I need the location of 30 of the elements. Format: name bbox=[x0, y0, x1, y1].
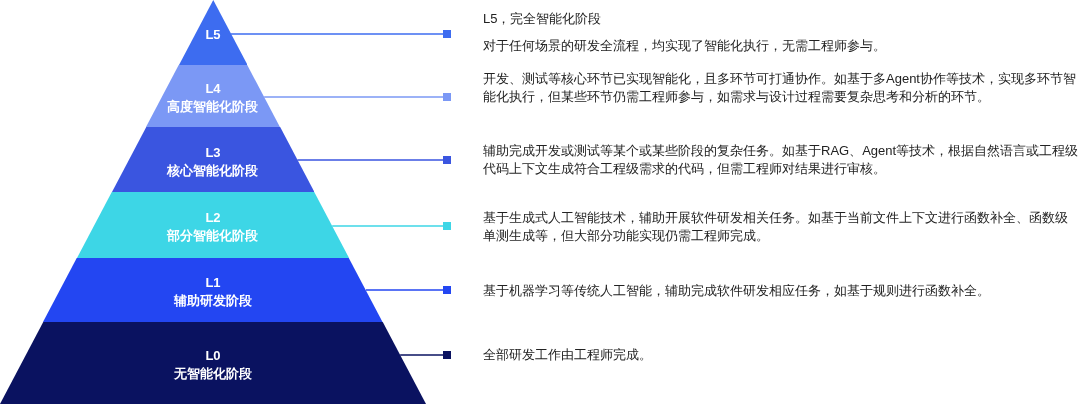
tier-label: L4 bbox=[205, 80, 221, 98]
tier-label: 部分智能化阶段 bbox=[167, 227, 259, 245]
tier-label: L2 bbox=[205, 209, 221, 227]
description-text: 开发、测试等核心环节已实现智能化，且多环节可打通协作。如基于多Agent协作等技术，实现多环节智能化执行，但某些环节仍需工程师参与，如需求与设计过程需要复杂思考和分析的环节。 bbox=[483, 70, 1077, 105]
description-text: 辅助完成开发或测试等某个或某些阶段的复杂任务。如基于RAG、Agent等技术，根据自然语言或工程级代码上下文生成符合工程级需求的代码，但需工程师对结果进行审核。 bbox=[483, 142, 1080, 177]
pyramid-tier bbox=[76, 192, 349, 258]
pyramid-tier bbox=[43, 258, 383, 322]
tier-label: L3 bbox=[205, 143, 221, 162]
tier-label: 高度智能化阶段 bbox=[167, 98, 259, 116]
description-text: 全部研发工作由工程师完成。 bbox=[483, 346, 653, 364]
tier-label: L1 bbox=[205, 274, 221, 292]
pyramid-tier bbox=[111, 127, 315, 192]
pyramid-tier bbox=[178, 0, 248, 65]
tier-label: 辅助研发阶段 bbox=[174, 292, 252, 310]
connector-line bbox=[331, 222, 451, 230]
description-text: 基于机器学习等传统人工智能，辅助完成软件研发相应任务，如基于规则进行函数补全。 bbox=[483, 282, 991, 300]
pyramid-tier bbox=[0, 322, 426, 404]
connector-line bbox=[399, 351, 451, 359]
connector-line bbox=[263, 93, 451, 101]
description-text: 对于任何场景的研发全流程，均实现了智能化执行，无需工程师参与。 bbox=[483, 36, 887, 54]
connector-line bbox=[365, 286, 451, 294]
tier-label: 核心智能化阶段 bbox=[167, 161, 259, 180]
connector-line bbox=[230, 30, 451, 38]
connector-line bbox=[296, 156, 451, 164]
tier-label: L0 bbox=[205, 347, 221, 365]
tier-label: 无智能化阶段 bbox=[174, 365, 252, 383]
tier-label: L5 bbox=[205, 25, 221, 44]
description-text: 基于生成式人工智能技术，辅助开展软件研发相关任务。如基于当前文件上下文进行函数补全、函数级单测生成等，但大部分功能实现仍需工程师完成。 bbox=[483, 209, 1069, 244]
pyramid-tier bbox=[146, 65, 280, 127]
description-text: L5，完全智能化阶段 bbox=[483, 10, 603, 28]
